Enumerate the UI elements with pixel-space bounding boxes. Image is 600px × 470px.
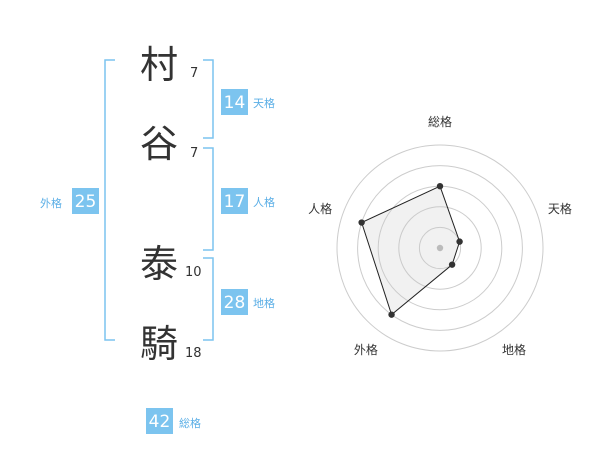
- radar-center-dot: [436, 244, 444, 252]
- chikaku-label: 地格: [253, 296, 275, 310]
- radar-axis-label-2: 天格: [548, 201, 572, 216]
- soukaku-value: 42: [149, 412, 171, 432]
- chikaku-bracket: [203, 257, 214, 341]
- radar-point-4: [388, 311, 395, 318]
- radar-axis-label-5: 人格: [308, 201, 332, 216]
- gaikaku-bracket: [104, 59, 115, 341]
- radar-point-3: [448, 261, 456, 268]
- name-char-1-strokes: 7: [190, 66, 198, 81]
- radar-grid-ring: [418, 226, 462, 270]
- radar-axis-label-1: 総格: [428, 114, 452, 129]
- radar-point-5: [358, 219, 365, 226]
- gaikaku-label: 外格: [40, 196, 62, 210]
- jinkaku-bracket: [203, 147, 214, 251]
- gaikaku-badge: [72, 188, 99, 214]
- chikaku-badge: [221, 289, 248, 315]
- soukaku-label: 総格: [179, 416, 201, 430]
- jinkaku-value: 17: [224, 192, 246, 212]
- radar-point-2: [456, 238, 463, 245]
- radar-grid-ring: [357, 165, 523, 331]
- tenkaku-value: 14: [224, 93, 246, 113]
- chikaku-value: 28: [224, 293, 246, 313]
- name-char-2: 谷: [140, 122, 178, 166]
- name-char-1: 村: [140, 43, 178, 87]
- name-char-4-strokes: 18: [185, 346, 202, 361]
- jinkaku-label: 人格: [253, 195, 275, 209]
- tenkaku-badge: [221, 89, 248, 115]
- tenkaku-bracket: [203, 59, 214, 139]
- radar-area: [361, 185, 461, 316]
- tenkaku-label: 天格: [253, 96, 275, 110]
- name-char-3-strokes: 10: [185, 265, 202, 280]
- soukaku-badge: [146, 408, 173, 434]
- jinkaku-badge: [221, 188, 248, 214]
- name-char-3: 泰: [140, 242, 178, 286]
- gaikaku-value: 25: [75, 192, 97, 212]
- radar-point-1: [436, 183, 444, 190]
- radar-axis-label-4: 外格: [354, 342, 378, 357]
- name-char-4: 騎: [140, 322, 178, 366]
- radar-axis-label-3: 地格: [502, 342, 526, 357]
- radar-grid-ring: [398, 206, 482, 290]
- radar-grid-ring: [336, 144, 544, 352]
- name-char-2-strokes: 7: [190, 146, 198, 161]
